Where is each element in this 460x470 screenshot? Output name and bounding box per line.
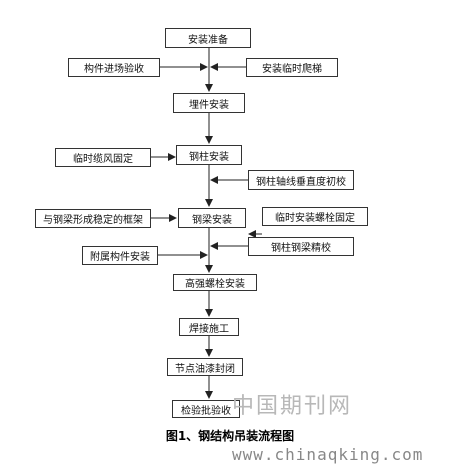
figure-caption: 图1、钢结构吊装流程图 — [165, 429, 295, 443]
input-stable-frame: 与钢梁形成稳定的框架 — [35, 209, 151, 228]
watermark-cn: 中国期刊网 — [232, 394, 353, 419]
input-temp-ladder: 安装临时爬梯 — [246, 58, 338, 77]
input-component-acceptance: 构件进场验收 — [68, 58, 160, 77]
step-inspection-acceptance: 检验批验收 — [172, 400, 240, 418]
step-node-painting: 节点油漆封闭 — [167, 358, 243, 376]
step-install-prep: 安装准备 — [165, 28, 251, 48]
step-hs-bolt-install: 高强螺栓安装 — [173, 274, 257, 291]
step-column-install: 钢柱安装 — [176, 145, 242, 165]
input-fine-calibration: 钢柱钢梁精校 — [248, 237, 354, 256]
input-attached-parts: 附属构件安装 — [82, 246, 158, 265]
step-embed-install: 埋件安装 — [173, 93, 245, 113]
input-column-verticality: 钢柱轴线垂直度初校 — [248, 170, 354, 190]
step-beam-install: 钢梁安装 — [178, 208, 246, 228]
watermark-url: www.chinaqking.com — [232, 445, 424, 464]
step-welding: 焊接施工 — [179, 318, 239, 336]
input-temp-bolts: 临时安装螺栓固定 — [262, 207, 368, 226]
input-temp-cable: 临时缆风固定 — [55, 148, 151, 167]
